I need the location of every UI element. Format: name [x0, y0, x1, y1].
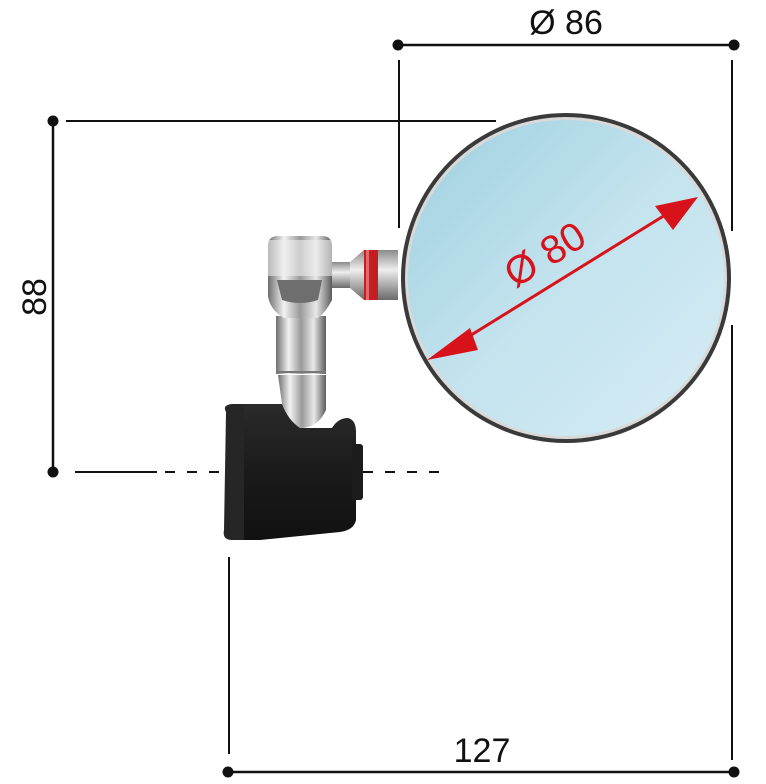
- ball-joint: [332, 250, 398, 300]
- total-width-label: 127: [454, 732, 511, 770]
- bar-end-weight: [223, 404, 363, 540]
- outer-diameter-dimension: Ø 86: [392, 4, 740, 760]
- outer-diameter-label: Ø 86: [529, 4, 603, 42]
- height-label: 88: [16, 278, 54, 316]
- height-dimension: 88: [16, 115, 496, 478]
- chrome-stem: [268, 236, 332, 428]
- total-width-dimension: 127: [222, 557, 740, 778]
